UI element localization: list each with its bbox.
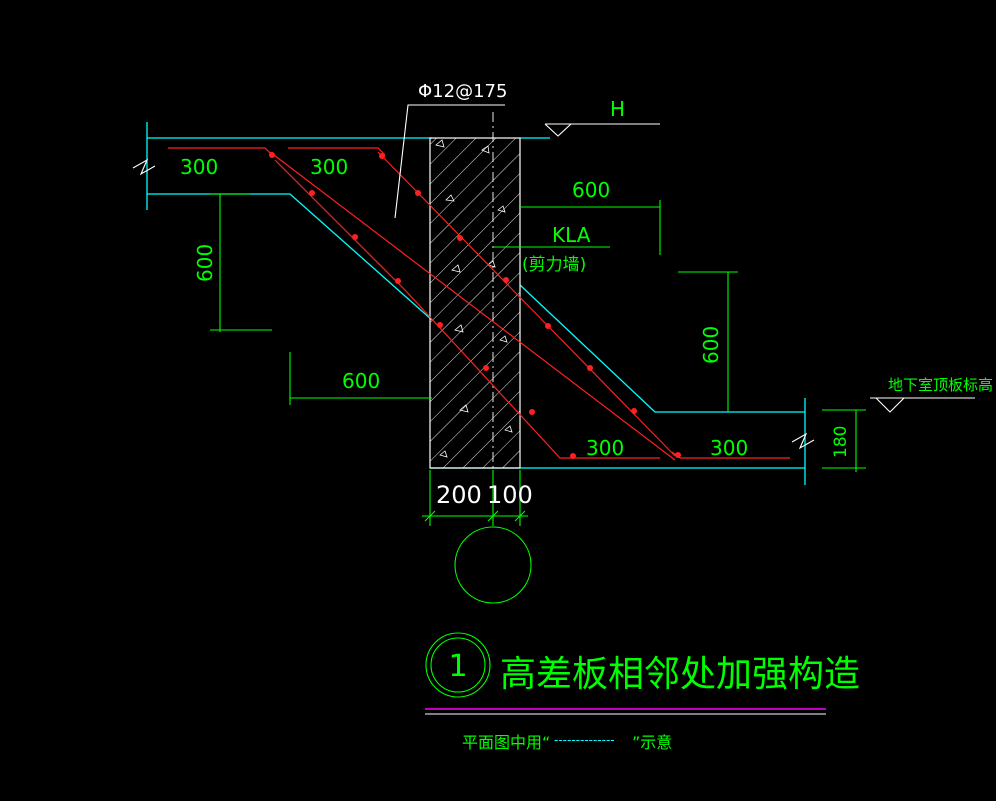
section-circle	[454, 526, 532, 604]
elev-h-triangle	[544, 123, 573, 137]
rebar-top-left	[168, 147, 273, 156]
rebar	[168, 147, 790, 461]
shear-wall-label: (剪力墙)	[522, 255, 586, 275]
rebar-spec-label: Φ12@175	[418, 81, 507, 102]
note-left: 平面图中用“	[462, 733, 550, 752]
dim-600-right-vertical-label: 600	[699, 326, 723, 364]
kla-label: KLA	[552, 223, 591, 247]
upper-slab-bottom	[147, 193, 433, 321]
rebar-diagonal-upper-2	[377, 151, 676, 457]
dim-300-bottom-right-label: 300	[710, 436, 748, 460]
detail-title: 高差板相邻处加强构造	[500, 654, 860, 695]
shear-wall	[429, 112, 521, 520]
rebar-top-right	[288, 147, 386, 156]
detail-number-circle-outer	[425, 632, 491, 698]
rebar-diagonal-lower	[274, 159, 660, 459]
dim-300-top-right-label: 300	[310, 155, 348, 179]
title-block: 1 高差板相邻处加强构造 平面图中用“ -------------- ”示意	[425, 632, 860, 752]
dim-600-top-right-label: 600	[572, 178, 610, 202]
elev-h-label: H	[610, 97, 625, 121]
left-break-mark	[132, 158, 156, 176]
rebar-bottom-right	[671, 451, 790, 459]
dim-300-bottom-left-label: 300	[586, 436, 624, 460]
shear-wall-body	[429, 137, 521, 469]
detail-number-circle-inner	[430, 637, 486, 693]
dim-180-label: 180	[831, 426, 851, 458]
note-right: ”示意	[632, 733, 672, 752]
dim-200-label: 200	[436, 481, 482, 509]
rebar-spec-leader	[394, 104, 505, 219]
dim-300-top-left-label: 300	[180, 155, 218, 179]
dim-100-label: 100	[487, 481, 533, 509]
right-break-mark	[791, 432, 815, 450]
note-dashes: --------------	[554, 733, 615, 747]
text-labels: Φ12@175 H 300 300 600 600 KLA (剪力墙) 600 …	[180, 81, 993, 509]
basement-roof-elev-label: 地下室顶板标高	[888, 376, 993, 394]
dim-600-bottom-left-label: 600	[342, 369, 380, 393]
aggregate-marks	[435, 139, 513, 458]
elev-basement-triangle	[875, 397, 906, 413]
dim-600-left-vertical-label: 600	[193, 244, 217, 282]
rebar-diagonal-upper	[269, 151, 676, 461]
lower-slab-top	[519, 284, 805, 413]
detail-number: 1	[448, 649, 467, 684]
annotations	[394, 104, 975, 413]
dimensions	[210, 193, 866, 604]
rebar-dots	[269, 152, 681, 459]
